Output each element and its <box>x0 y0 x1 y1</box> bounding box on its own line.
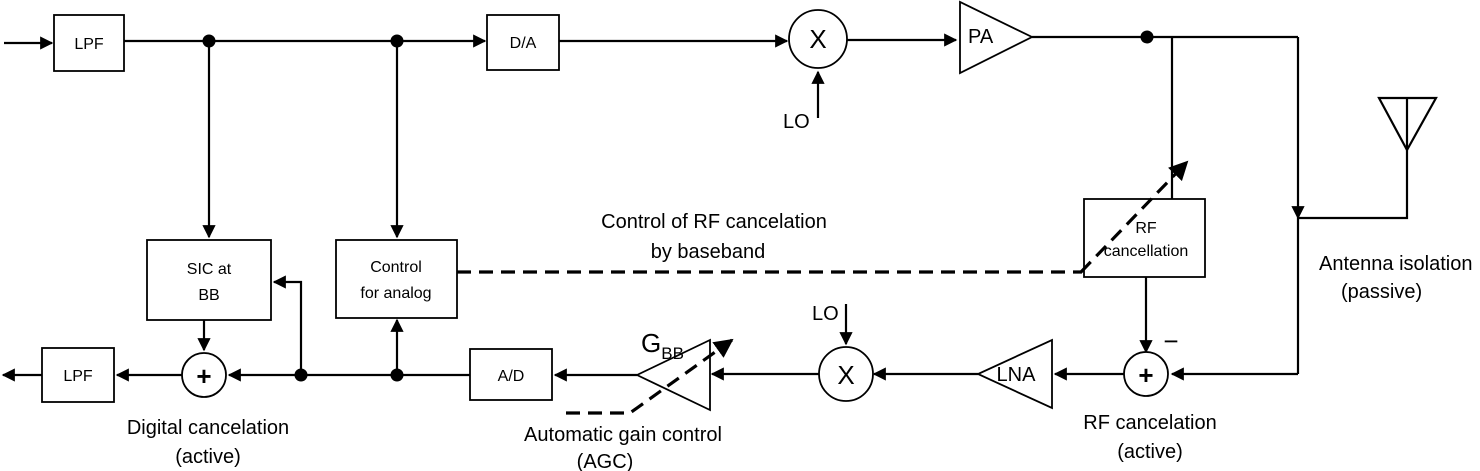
tx-mixer: X <box>788 9 848 69</box>
lpf-tx-label: LPF <box>74 36 104 53</box>
rx-mixer-symbol: X <box>837 360 854 390</box>
control-for-analog-block: Control for analog <box>335 239 458 319</box>
rf-cancel-active-label-line2: (active) <box>1117 441 1183 463</box>
rf-adder-plus: + <box>1138 360 1153 390</box>
rf-adder: + <box>1123 351 1169 397</box>
agc-label-line2: (AGC) <box>577 451 634 471</box>
gbb-amplifier: GBB <box>634 328 711 412</box>
digital-cancel-label-line1: Digital cancelation <box>127 417 289 439</box>
rf-cancel-label-line2: cancellation <box>1104 243 1189 260</box>
control-rf-label-line2: by baseband <box>651 241 766 263</box>
gbb-subscript: BB <box>661 344 684 363</box>
antenna-to-feed-wire <box>1298 150 1409 220</box>
antenna-icon <box>1377 96 1438 153</box>
antenna-isolation-label-line1: Antenna isolation <box>1319 253 1472 275</box>
lo-rx-label: LO <box>812 303 839 325</box>
minus-sign: − <box>1163 326 1178 356</box>
gbb-main: G <box>641 328 661 358</box>
antenna-isolation-label-line2: (passive) <box>1341 281 1422 303</box>
pa-label: PA <box>968 26 994 48</box>
rx-mixer: X <box>818 346 874 402</box>
rf-cancel-adjust-arrow <box>1079 160 1189 274</box>
lna-label: LNA <box>997 364 1037 386</box>
tx-mixer-symbol: X <box>809 24 826 54</box>
sic-at-bb-block: SIC at BB <box>146 239 272 321</box>
control-label-line2: for analog <box>360 285 431 302</box>
control-label-line1: Control <box>370 259 422 276</box>
ad-block: A/D <box>469 348 553 401</box>
digital-adder-plus: + <box>196 361 211 391</box>
rf-cancel-active-label-line1: RF cancelation <box>1083 412 1216 434</box>
lna-amplifier: LNA <box>975 338 1053 410</box>
rx-to-sic-wire <box>272 275 303 375</box>
junction-dot <box>1140 30 1154 44</box>
lpf-rx-block: LPF <box>41 347 115 403</box>
control-rf-label-line1: Control of RF cancelation <box>601 211 827 233</box>
gbb-label: GBB <box>641 328 684 363</box>
digital-adder: + <box>181 352 227 398</box>
pa-amplifier: PA <box>959 0 1035 75</box>
digital-cancel-label-line2: (active) <box>175 446 241 468</box>
lpf-rx-label: LPF <box>63 368 93 385</box>
da-label: D/A <box>510 35 537 52</box>
sic-label-line2: BB <box>198 287 219 304</box>
da-block: D/A <box>486 14 560 71</box>
ad-label: A/D <box>498 368 525 385</box>
sic-label-line1: SIC at <box>187 261 232 278</box>
rf-cancel-label-line1: RF <box>1135 220 1157 237</box>
rf-cancellation-block: RF cancellation <box>1083 198 1206 278</box>
lpf-tx-block: LPF <box>53 14 125 72</box>
lo-tx-label: LO <box>783 111 810 133</box>
agc-label-line1: Automatic gain control <box>524 424 722 446</box>
